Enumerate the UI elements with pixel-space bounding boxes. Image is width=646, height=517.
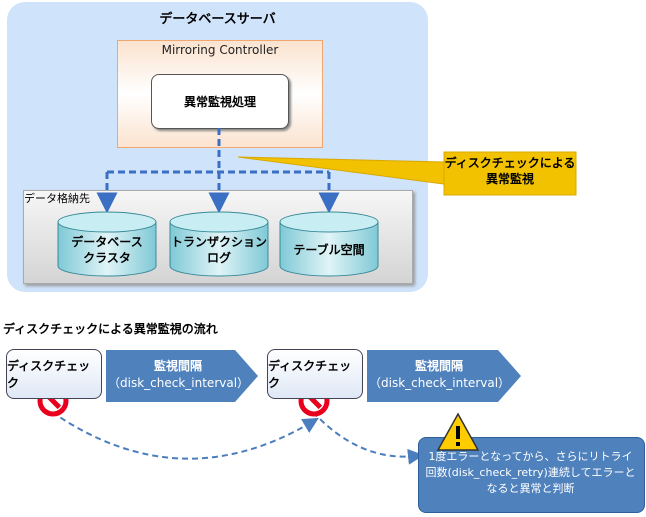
database-cluster-label-line1: データベース (71, 235, 143, 249)
interval-arrow-1 (106, 350, 258, 402)
disk-check-connectors (96, 128, 340, 214)
retry-note-line1: 1度エラーとなってから、さらにリトライ (428, 450, 633, 463)
anomaly-monitoring-process-label: 異常監視処理 (183, 95, 256, 109)
database-cluster-label: データベース クラスタ (58, 234, 156, 266)
interval-arrow-2-label: 監視間隔 （disk_check_interval） (369, 358, 511, 392)
interval-param-2: （disk_check_interval） (369, 376, 511, 390)
flow-section-title: ディスクチェックによる異常監視の流れ (3, 322, 218, 336)
transaction-log-label: トランザクション ログ (166, 234, 272, 266)
transaction-log-label-line2: ログ (206, 251, 231, 265)
disk-check-label-1: ディスクチェック (7, 359, 91, 390)
interval-label-1: 監視間隔 (153, 359, 202, 373)
disk-check-box-1: ディスクチェック (6, 349, 102, 399)
retry-curve-1 (51, 411, 319, 460)
retry-note-line2: 回数(disk_check_retry)連続してエラーと (425, 466, 636, 479)
database-cluster-label-line2: クラスタ (83, 251, 131, 265)
callout-line2: 異常監視 (485, 172, 534, 186)
transaction-log-label-line1: トランザクション (170, 235, 267, 249)
tablespace-label-line1: テーブル空間 (293, 243, 365, 257)
tablespace-label: テーブル空間 (280, 242, 378, 258)
disk-check-callout: ディスクチェックによる 異常監視 (444, 155, 576, 195)
disk-check-label-2: ディスクチェック (268, 359, 352, 390)
interval-label-2: 監視間隔 (414, 359, 463, 373)
interval-arrow-2 (367, 350, 521, 402)
server-title: データベースサーバ (159, 12, 276, 27)
cylinder-transaction-log (169, 211, 269, 277)
cylinder-tablespace (279, 211, 379, 277)
disk-check-box-2: ディスクチェック (267, 349, 363, 399)
retry-curve-2 (312, 411, 424, 465)
interval-arrow-1-label: 監視間隔 （disk_check_interval） (108, 358, 250, 392)
cylinder-database-cluster (57, 211, 157, 277)
retry-note-line3: なると異常と判断 (486, 482, 575, 495)
data-storage-title: データ格納先 (24, 192, 90, 205)
callout-box (443, 151, 577, 196)
callout-pointer (237, 156, 445, 185)
callout-line1: ディスクチェックによる (444, 156, 576, 170)
retry-note-text: 1度エラーとなってから、さらにリトライ 回数(disk_check_retry)… (420, 449, 641, 497)
mirroring-controller-title: Mirroring Controller (161, 43, 279, 57)
warning-icon (436, 412, 480, 451)
interval-param-1: （disk_check_interval） (108, 376, 250, 390)
anomaly-monitoring-process-box: 異常監視処理 (151, 74, 289, 129)
